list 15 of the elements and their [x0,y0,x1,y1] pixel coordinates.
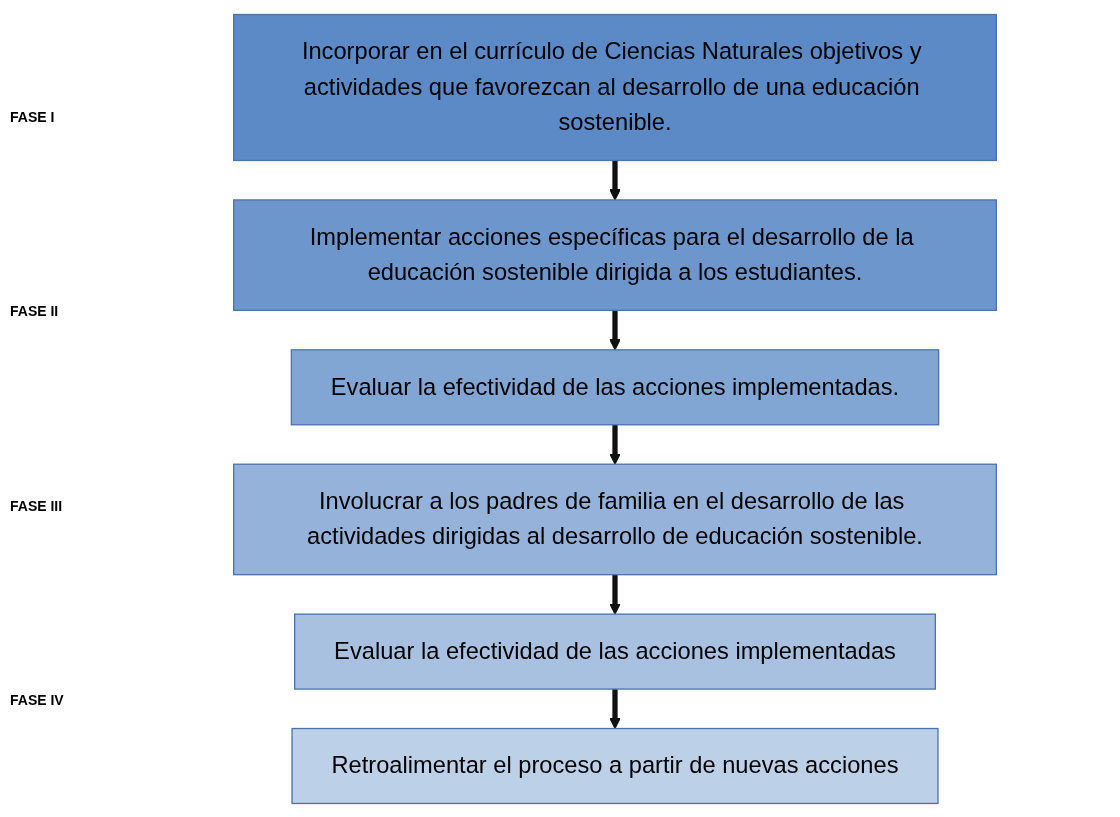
node-box: Involucrar a los padres de familia en el desarrollo de las actividades dirigidas al desarrollo de educación sostenible. [233,463,997,575]
arrow [609,160,621,200]
node-box: Incorporar en el currículo de Ciencias Naturales objetivos y actividades que favorezcan al desarrollo de una educación sostenible. [233,13,997,161]
arrow [609,574,621,615]
node-box: Evaluar la efectividad de las acciones implementadas [294,612,936,690]
node-box: Retroalimentar el proceso a partir de nuevas acciones [291,727,939,804]
node-box: Implementar acciones específicas para el desarrollo de la educación sostenible dirigida a los estudiantes. [233,198,997,311]
phase-label: FASE III [10,497,64,514]
phase-label: FASE II [10,303,60,320]
arrow [609,688,621,729]
phase-label: FASE IV [10,691,65,708]
phase-label: FASE I [10,109,56,126]
arrow [609,424,621,465]
arrow [609,309,621,350]
node-box: Evaluar la efectividad de las acciones implementadas. [290,348,940,425]
